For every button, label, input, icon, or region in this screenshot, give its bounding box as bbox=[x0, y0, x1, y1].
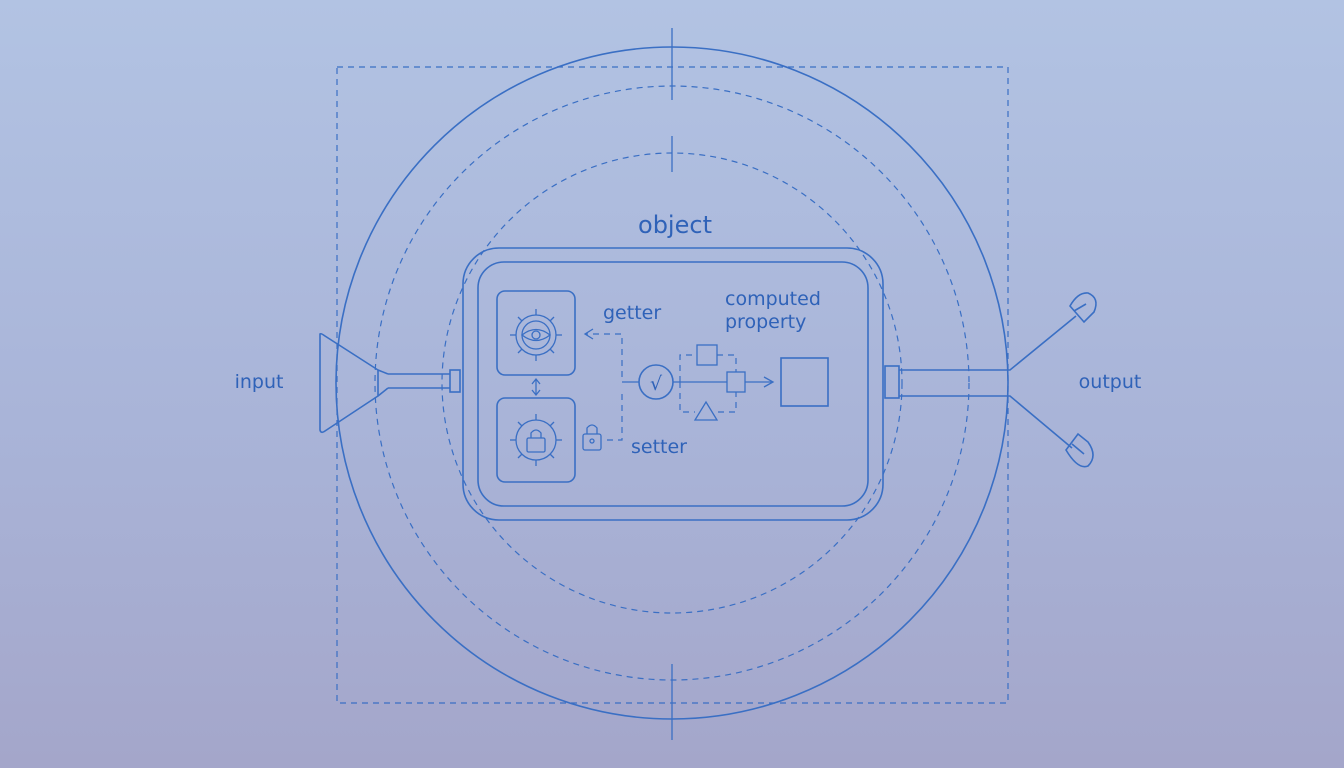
getter-label: getter bbox=[603, 302, 661, 324]
result-arrow bbox=[745, 376, 775, 388]
sqrt-symbol: √ bbox=[650, 373, 663, 395]
computed-label-line2: property bbox=[725, 311, 806, 333]
gear-lock-icon bbox=[496, 397, 576, 483]
funnel-icon bbox=[319, 332, 461, 434]
square-icon bbox=[696, 344, 718, 366]
middle-ring bbox=[374, 85, 970, 681]
object-outer-box bbox=[462, 247, 884, 521]
setter-link bbox=[605, 394, 623, 441]
computed-branch bbox=[673, 354, 737, 413]
computed-result-box bbox=[780, 357, 829, 407]
input-label: input bbox=[235, 371, 284, 393]
gear-eye-icon bbox=[496, 290, 576, 376]
merge-node bbox=[726, 371, 746, 393]
y-connector-icon bbox=[884, 292, 1097, 468]
output-label: output bbox=[1079, 371, 1142, 393]
object-inner-box bbox=[477, 261, 869, 507]
lock-icon bbox=[582, 424, 602, 451]
setter-label: setter bbox=[631, 436, 687, 458]
triangle-icon bbox=[693, 400, 719, 421]
getter-arrow bbox=[583, 328, 623, 377]
gear-link-arrow bbox=[531, 377, 541, 397]
computed-label-line1: computed bbox=[725, 288, 821, 310]
object-title: object bbox=[638, 211, 712, 239]
